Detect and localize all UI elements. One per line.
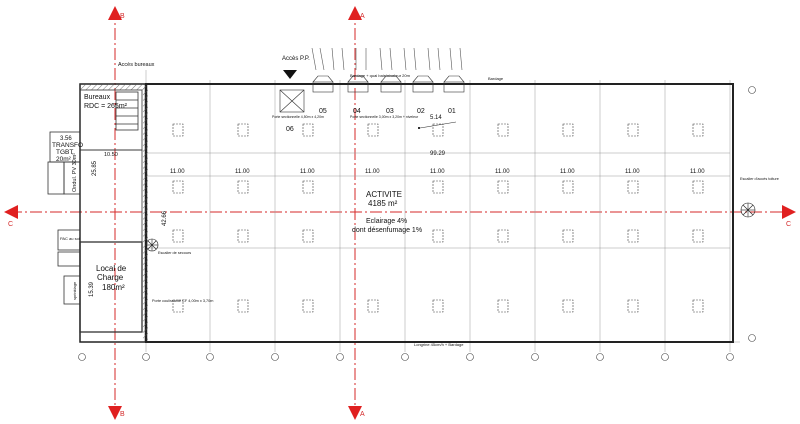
pv-label: Ondul. PV 30m² — [72, 153, 78, 192]
dock-number: 02 — [417, 108, 425, 115]
section-mark-c-left: C — [8, 221, 13, 228]
bay-width-label: 11.00 — [170, 169, 185, 175]
porte-coulissante-label: Porte coulissante CF 4,00m x 3,70m — [152, 299, 213, 303]
loading-docks — [312, 75, 465, 93]
dock-number: 04 — [353, 108, 361, 115]
desenfumage-label: dont désenfumage 1% — [352, 227, 422, 234]
wall-hatching — [80, 84, 148, 340]
dimension-label: 42.66 — [162, 210, 168, 226]
dock-truck-lines — [311, 47, 463, 71]
bay-width-label: 11.00 — [495, 169, 510, 175]
porte-sectionnelle-2: Porte sectionnelle 3,00m x 3,20m + nivel… — [350, 115, 419, 119]
section-mark-a-bottom: A — [360, 411, 365, 418]
external-stair-label: Escalier d'accès toiture — [740, 177, 779, 181]
dimension-label: 5.14 — [430, 115, 442, 121]
longrine-label: Longrine 45cm/h + Bardage — [414, 342, 464, 347]
skylights — [172, 123, 704, 313]
stair-secours-label: Escalier de secours — [158, 251, 191, 255]
dimension-label: 25.85 — [92, 160, 98, 176]
section-mark-a-top: A — [360, 13, 365, 20]
bardage-label: Bardage — [488, 76, 504, 81]
bay-width-label: 11.00 — [300, 169, 315, 175]
tgbt-label: TGBT — [56, 149, 73, 156]
dimension-label: 99.29 — [430, 151, 446, 157]
offices-block — [47, 89, 143, 333]
transfo-label: TRANSFO — [52, 142, 83, 149]
bay-width-label: 11.00 — [235, 169, 250, 175]
dimension-label: 3.56 — [60, 136, 72, 142]
sprinklage-label: sprinklage — [72, 281, 77, 300]
column-axis-markers — [78, 86, 756, 361]
structural-grid — [80, 70, 740, 352]
bay-width-label: 11.00 — [365, 169, 380, 175]
section-arrows — [4, 6, 796, 420]
section-mark-c-right: C — [786, 221, 791, 228]
dock-number: 05 — [319, 108, 327, 115]
section-axes — [10, 8, 790, 418]
access-arrow-icon — [283, 70, 297, 79]
dimension-label: 10.50 — [104, 152, 118, 158]
dock-06-frame — [279, 89, 305, 113]
offices-title: Bureaux — [84, 94, 111, 101]
bay-width-label: 11.00 — [430, 169, 445, 175]
dock-number: 03 — [386, 108, 394, 115]
section-mark-b-bottom: B — [120, 411, 125, 418]
external-stair-icon — [740, 202, 756, 218]
dimension-tick — [418, 127, 420, 129]
tgbt-area: 20m² — [56, 156, 72, 163]
dock-note: Bardage + quai baie/niveleur 20m — [350, 73, 411, 78]
pac-label: PAC au sol — [60, 236, 80, 241]
activite-area: 4185 m² — [368, 199, 398, 208]
local-charge-area: 180m² — [102, 283, 125, 292]
porte-sectionnelle-1: Porte sectionnelle 4,50m x 4,20m — [272, 115, 324, 119]
local-charge-line1: Local de — [96, 264, 127, 273]
access-pp-label: Accès P.P. — [282, 56, 310, 62]
dimension-line — [419, 121, 457, 129]
local-charge-line2: Charge — [97, 273, 124, 282]
offices-area: RDC = 265m² — [84, 103, 128, 110]
access-offices-label: Accès bureaux — [118, 62, 155, 68]
bay-width-label: 11.00 — [560, 169, 575, 175]
section-mark-b-top: B — [120, 13, 125, 20]
eclairage-label: Eclairage 4% — [366, 218, 407, 225]
dock-number: 06 — [286, 126, 294, 133]
activite-title: ACTIVITE — [366, 190, 402, 199]
dimension-label: 15.39 — [89, 281, 95, 297]
bay-width-label: 11.00 — [690, 169, 705, 175]
building-walls — [79, 83, 734, 343]
bay-width-label: 11.00 — [625, 169, 640, 175]
dock-number: 01 — [448, 108, 456, 115]
spiral-stair-icon — [145, 238, 159, 252]
